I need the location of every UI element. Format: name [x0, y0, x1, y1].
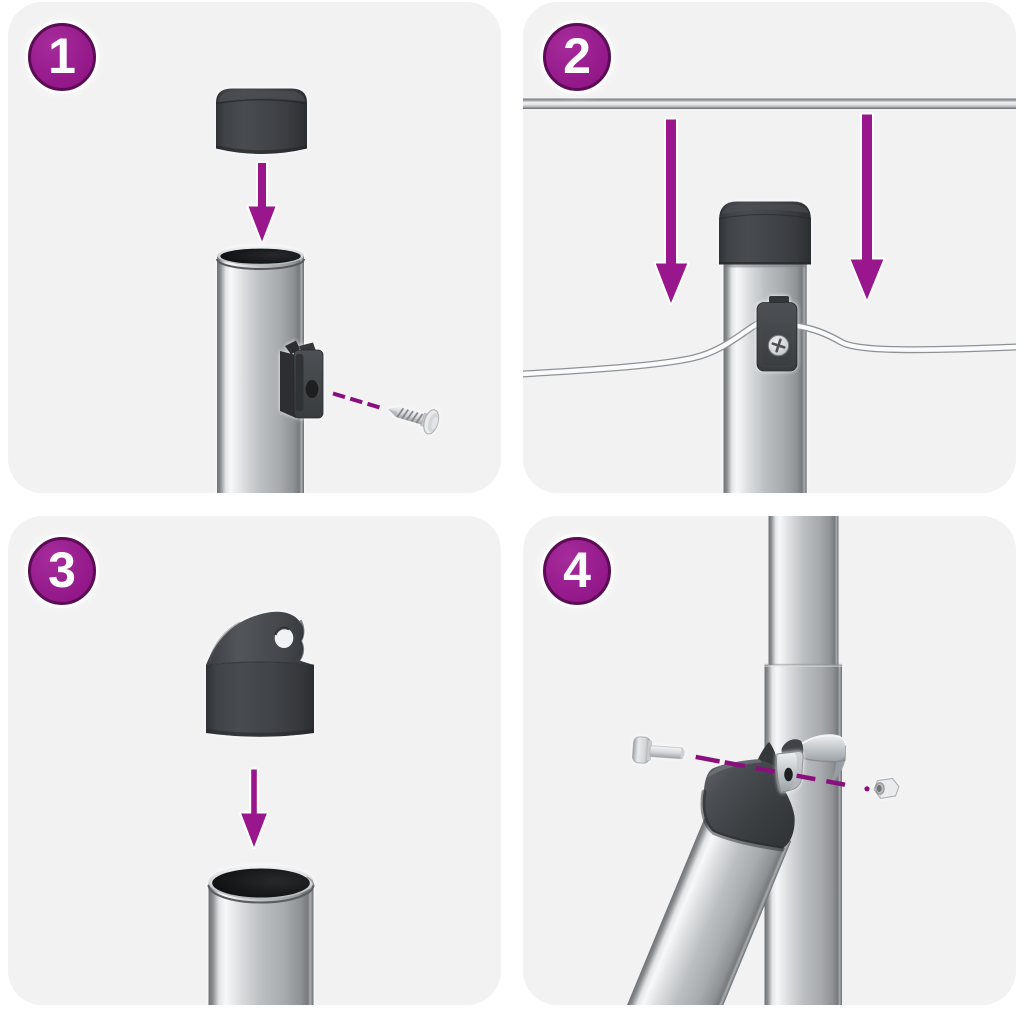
round-post-cap-icon	[215, 88, 308, 154]
diagonal-brace-tube-icon	[598, 806, 792, 1005]
step-1-number: 1	[48, 28, 76, 84]
step-1-illustration	[215, 88, 440, 493]
step-3-panel: 3	[8, 516, 501, 1005]
step-3-number: 3	[48, 542, 76, 598]
brace-clamp-ear-icon	[776, 750, 804, 794]
down-arrow-icon	[239, 767, 269, 849]
brace-clamp-icon	[799, 734, 847, 784]
step-1-panel: 1	[8, 2, 501, 493]
hex-nut-icon	[873, 777, 900, 800]
step-4-number: 4	[563, 542, 591, 598]
self-drilling-screw-icon	[388, 406, 440, 435]
hex-bolt-icon	[632, 736, 685, 764]
open-top-post-icon	[207, 864, 315, 1005]
dashed-insert-line	[332, 391, 384, 411]
top-tension-wire-icon	[523, 98, 1016, 109]
capped-post-icon	[718, 201, 812, 493]
step-2-panel: 2	[523, 2, 1016, 493]
step-4-panel: 4	[523, 516, 1016, 1005]
step-3-illustration	[205, 611, 315, 1005]
step-2-badge: 2	[543, 23, 611, 91]
step-4-badge: 4	[543, 537, 611, 605]
down-arrow-right-icon	[848, 112, 886, 302]
brace-connector-boot-icon	[700, 739, 804, 852]
step-2-number: 2	[563, 28, 591, 84]
wire-clip-bracket-icon	[280, 340, 324, 419]
step-3-badge: 3	[28, 537, 96, 605]
down-arrow-left-icon	[653, 117, 690, 305]
wire-holder-clip-icon	[756, 296, 798, 372]
step-4-illustration	[598, 516, 900, 1005]
eyelet-cap-icon	[205, 611, 315, 737]
step-1-badge: 1	[28, 23, 96, 91]
down-arrow-icon	[246, 161, 278, 244]
dashed-bolt-line	[695, 754, 870, 792]
step-2-illustration	[523, 98, 1016, 493]
